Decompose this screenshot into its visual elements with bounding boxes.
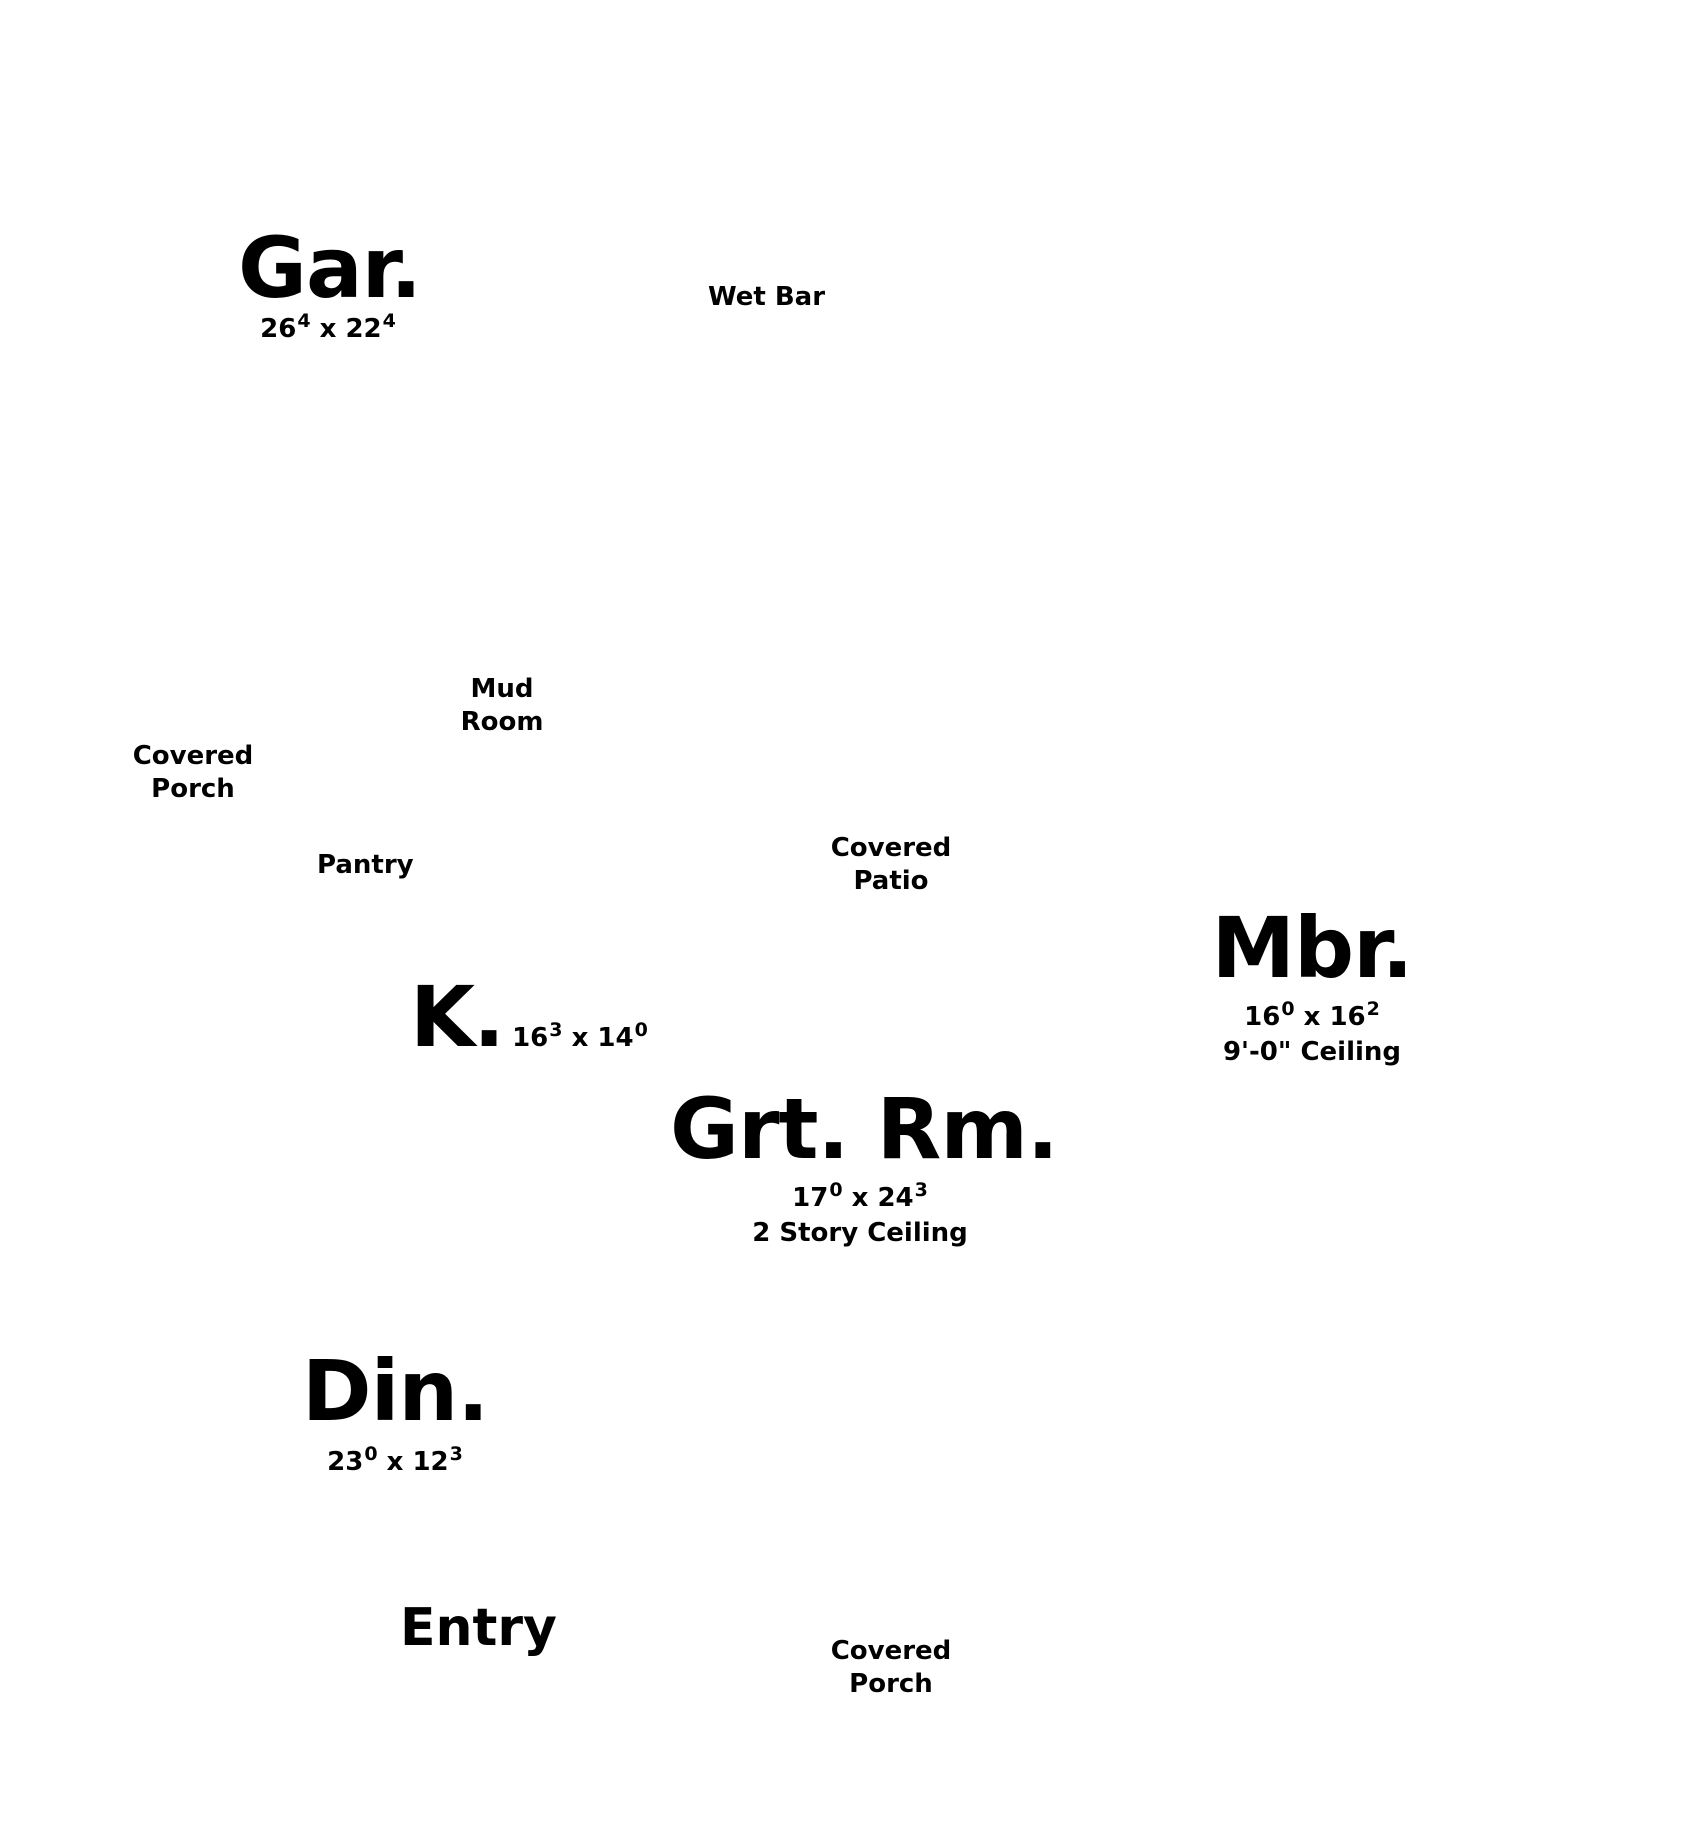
room-kitchen: K. 163 x 140 [410, 975, 648, 1059]
label-covered-porch-front: Covered Porch [830, 1636, 952, 1699]
room-name: Grt. Rm. [670, 1080, 1059, 1178]
room-dimensions: 170 x 243 [792, 1179, 928, 1213]
label-mud-room: Mud Room [460, 674, 544, 737]
label-wet-bar: Wet Bar [708, 282, 826, 312]
room-name: Gar. [238, 219, 422, 317]
room-dimensions: 264 x 224 [260, 310, 396, 344]
label-entry: Entry [400, 1598, 557, 1658]
room-great-room: Grt. Rm. 170 x 243 2 Story Ceiling [670, 1080, 1059, 1248]
room-name: Din. [301, 1342, 489, 1440]
room-garage: Gar. 264 x 224 [238, 219, 422, 344]
label-pantry: Pantry [317, 850, 414, 880]
label-covered-porch-side: Covered Porch [132, 741, 254, 804]
label-covered-patio: Covered Patio [830, 833, 952, 896]
room-name: Mbr. [1211, 899, 1413, 997]
room-name: K. [410, 968, 505, 1066]
room-ceiling-note: 9'-0" Ceiling [1222, 1037, 1402, 1067]
room-dimensions: 230 x 123 [327, 1443, 463, 1477]
room-dimensions: 163 x 140 [512, 1019, 648, 1053]
room-master-bedroom: Mbr. 160 x 162 9'-0" Ceiling [1202, 906, 1422, 1065]
room-ceiling-note: 2 Story Ceiling [752, 1218, 968, 1248]
room-dining: Din. 230 x 123 [300, 1349, 490, 1475]
room-dimensions: 160 x 162 [1244, 998, 1380, 1032]
